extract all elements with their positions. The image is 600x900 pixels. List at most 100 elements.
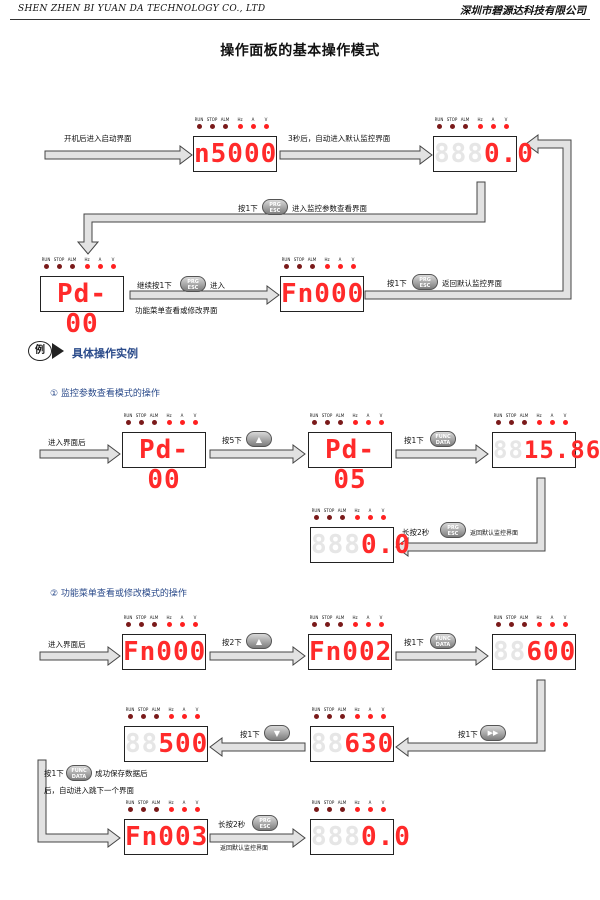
func-menu-label: 功能菜单查看或修改界面 [135, 306, 218, 315]
led-indicator-icon [167, 622, 172, 627]
led-label: STOP [206, 117, 218, 122]
led-label: RUN [194, 117, 204, 122]
led-indicator-icon [152, 420, 157, 425]
led-label: Hz [324, 257, 330, 262]
led-label: V [193, 413, 197, 418]
example-badge: 例 [28, 341, 52, 361]
led-label: V [504, 117, 508, 122]
led-indicator-icon [314, 714, 319, 719]
led-indicator-icon [496, 420, 501, 425]
led-indicator-icon [238, 124, 243, 129]
led-label: A [180, 413, 184, 418]
led-label: Hz [168, 707, 174, 712]
led-indicator-icon [381, 515, 386, 520]
led-label: ALM [307, 257, 317, 262]
led-indicator-icon [167, 420, 172, 425]
led-indicator-icon [44, 264, 49, 269]
shift-key[interactable]: ▶▶ [480, 725, 506, 741]
led-indicator-icon [381, 807, 386, 812]
led-indicator-icon [478, 124, 483, 129]
company-name-en: SHEN ZHEN BI YUAN DA TECHNOLOGY CO., LTD [18, 4, 266, 14]
led-label: Hz [477, 117, 483, 122]
led-label: V [381, 508, 385, 513]
led-indicator-icon [355, 714, 360, 719]
press-once-label: 按1下 [404, 638, 424, 647]
led-label: Hz [168, 800, 174, 805]
led-indicator-icon [314, 807, 319, 812]
led-label: RUN [493, 413, 503, 418]
arrow-icon [52, 343, 64, 359]
led-label: V [193, 615, 197, 620]
led-label: Hz [84, 257, 90, 262]
led-indicator-icon [563, 622, 568, 627]
led-indicator-icon [522, 622, 527, 627]
display-digits: Pd-00 [139, 435, 189, 495]
led-indicator-icon [141, 807, 146, 812]
led-label: A [550, 413, 554, 418]
led-label: ALM [519, 615, 529, 620]
led-indicator-icon [111, 264, 116, 269]
down-arrow-key[interactable]: ▼ [264, 725, 290, 741]
display-digits: Pd-00 [57, 279, 107, 339]
press-once-label: 按1下 [458, 730, 478, 739]
led-label: STOP [323, 707, 335, 712]
led-indicator-icon [325, 622, 330, 627]
led-indicator-icon [180, 622, 185, 627]
led-label: RUN [311, 707, 321, 712]
led-label: A [368, 707, 372, 712]
led-indicator-icon [197, 124, 202, 129]
led-label: V [351, 257, 355, 262]
led-label: Hz [237, 117, 243, 122]
led-label: A [251, 117, 255, 122]
led-indicator-icon [509, 622, 514, 627]
led-label: RUN [125, 800, 135, 805]
led-label: Hz [354, 800, 360, 805]
led-indicator-icon [491, 124, 496, 129]
company-name-cn: 深圳市碧源达科技有限公司 [460, 5, 586, 17]
led-label: V [379, 413, 383, 418]
led-label: RUN [493, 615, 503, 620]
led-indicator-icon [180, 420, 185, 425]
led-indicator-icon [284, 264, 289, 269]
led-label: ALM [149, 615, 159, 620]
led-label: ALM [519, 413, 529, 418]
after-3s-label: 3秒后，自动进入默认监控界面 [288, 134, 391, 143]
enter-screen-label: 进入界面后 [48, 438, 86, 447]
led-indicator-icon [522, 420, 527, 425]
led-label: ALM [151, 800, 161, 805]
display-digits: Fn002 [309, 637, 393, 667]
display-dim-digits: 88 [125, 729, 159, 759]
display-digits: 0.0 [360, 530, 411, 560]
led-indicator-icon [550, 622, 555, 627]
press-once-label: 按1下 [404, 436, 424, 445]
led-label: STOP [135, 413, 147, 418]
led-label: STOP [293, 257, 305, 262]
up-arrow-key[interactable]: ▲ [246, 633, 272, 649]
led-indicator-icon [169, 807, 174, 812]
display-digits: 500 [158, 729, 209, 759]
display-digits: n5000 [194, 139, 278, 169]
led-label: STOP [135, 615, 147, 620]
led-indicator-icon [368, 714, 373, 719]
example-title: 具体操作实例 [72, 347, 138, 360]
led-label: RUN [123, 615, 133, 620]
led-indicator-icon [327, 807, 332, 812]
led-indicator-icon [312, 420, 317, 425]
display-digits: Fn000 [281, 279, 365, 309]
led-indicator-icon [563, 420, 568, 425]
up-arrow-key[interactable]: ▲ [246, 431, 272, 447]
display-dim-digits: 88 [493, 436, 524, 464]
led-indicator-icon [340, 807, 345, 812]
